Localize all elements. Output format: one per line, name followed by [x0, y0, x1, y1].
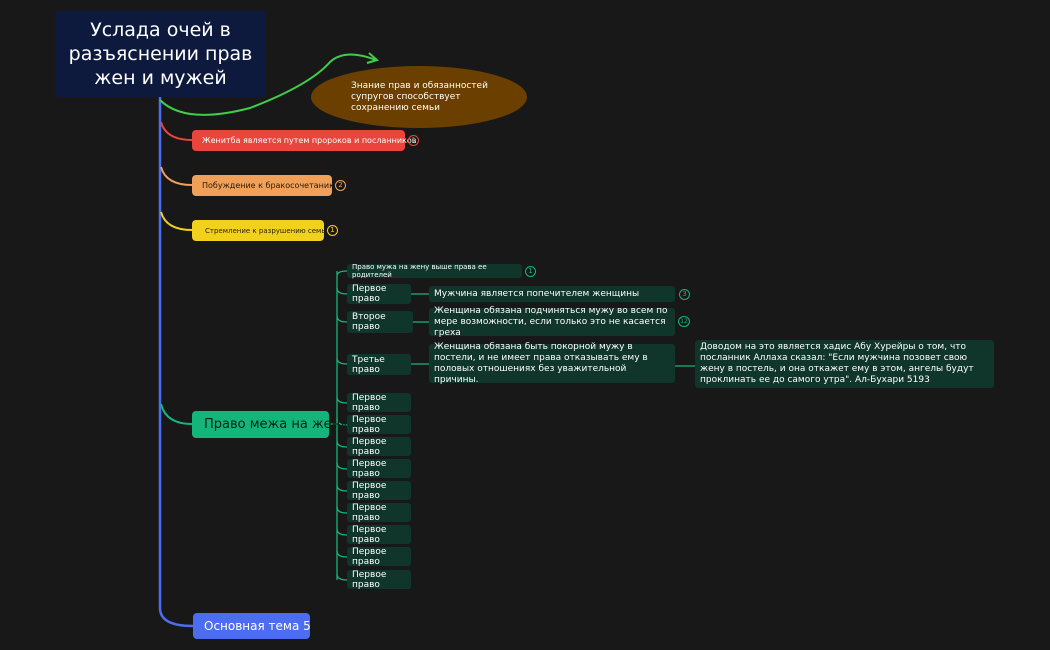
subtopic-label: Первое право: [352, 436, 387, 457]
count-badge[interactable]: 1: [327, 225, 338, 236]
subtopic-label: Первое право: [352, 569, 387, 590]
subtopic-third-right[interactable]: Третье право: [347, 354, 411, 375]
subtopic-label: Второе право: [352, 312, 386, 332]
branch-husband-rights[interactable]: Право межа на жену: [192, 411, 348, 438]
subtopic-second-detail[interactable]: Женщина обязана подчиняться мужу во всем…: [429, 305, 675, 338]
subtopic-label: Первое право: [352, 546, 387, 567]
count-badge[interactable]: 1: [408, 135, 419, 146]
subtopic-repeat[interactable]: Первое право: [347, 458, 411, 479]
subtopic-label: Первое право: [352, 502, 387, 523]
branch-label: Побуждение к бракосочетанию: [202, 181, 336, 190]
subtopic-repeat[interactable]: Первое право: [347, 502, 411, 523]
subtopic-first-right[interactable]: Первое право: [347, 284, 411, 304]
subtopic-repeat[interactable]: Первое право: [347, 436, 411, 457]
subtopic-label: Третье право: [352, 354, 385, 375]
root-topic[interactable]: Услада очей в разъяснении прав жен и муж…: [55, 11, 266, 97]
subtopic-repeat[interactable]: Первое право: [347, 414, 411, 435]
subtopic-label: Первое право: [352, 458, 387, 479]
subtopic-repeat[interactable]: Первое право: [347, 569, 411, 590]
subtopic-label: Первое право: [352, 414, 387, 435]
ellipse-text: Знание прав и обязанностей супругов спос…: [351, 80, 488, 113]
branch-label: Основная тема 5: [204, 619, 311, 633]
count-badge[interactable]: 12: [678, 316, 690, 327]
subtopic-label: Первое право: [352, 524, 387, 545]
subtopic-second-right[interactable]: Второе право: [347, 311, 413, 333]
subtopic-label: Право мужа на жену выше права ее родител…: [352, 263, 487, 279]
subtopic-repeat[interactable]: Первое право: [347, 524, 411, 545]
branch-destruction[interactable]: Стремление к разрушению семьи...: [192, 220, 337, 241]
count-badge[interactable]: 2: [335, 180, 346, 191]
branch-label: Женитба является путем пророков и послан…: [202, 136, 417, 145]
detail-text: Женщина обязана подчиняться мужу во всем…: [434, 305, 668, 338]
hadith-text: Доводом на это является хадис Абу Хурейр…: [700, 342, 974, 385]
detail-text: Женщина обязана быть покорной мужу в пос…: [434, 341, 648, 385]
branch-marriage-prophets[interactable]: Женитба является путем пророков и послан…: [192, 130, 416, 151]
detail-text: Мужчина является попечителем женщины: [434, 289, 640, 299]
branch-label: Стремление к разрушению семьи...: [205, 226, 337, 235]
subtopic-label: Первое право: [352, 480, 387, 501]
subtopic-label: Первое право: [352, 392, 387, 413]
subtopic-top[interactable]: Право мужа на жену выше права ее родител…: [347, 263, 522, 279]
branch-main-topic-5[interactable]: Основная тема 5: [193, 613, 311, 639]
root-title: Услада очей в разъяснении прав жен и муж…: [68, 19, 253, 89]
count-badge[interactable]: 1: [525, 266, 536, 277]
subtopic-third-hadith[interactable]: Доводом на это является хадис Абу Хурейр…: [695, 340, 994, 388]
branch-encouragement[interactable]: Побуждение к бракосочетанию: [192, 175, 336, 196]
subtopic-repeat[interactable]: Первое право: [347, 480, 411, 501]
subtopic-first-detail[interactable]: Мужчина является попечителем женщины: [429, 286, 675, 302]
subtopic-label: Первое право: [352, 284, 387, 304]
count-badge[interactable]: 3: [679, 289, 690, 300]
subtopic-repeat[interactable]: Первое право: [347, 546, 411, 567]
subtopic-third-detail[interactable]: Женщина обязана быть покорной мужу в пос…: [429, 341, 675, 385]
subtopic-repeat[interactable]: Первое право: [347, 392, 411, 413]
branch-label: Право межа на жену: [204, 417, 348, 432]
floating-topic-ellipse[interactable]: Знание прав и обязанностей супругов спос…: [311, 66, 527, 128]
